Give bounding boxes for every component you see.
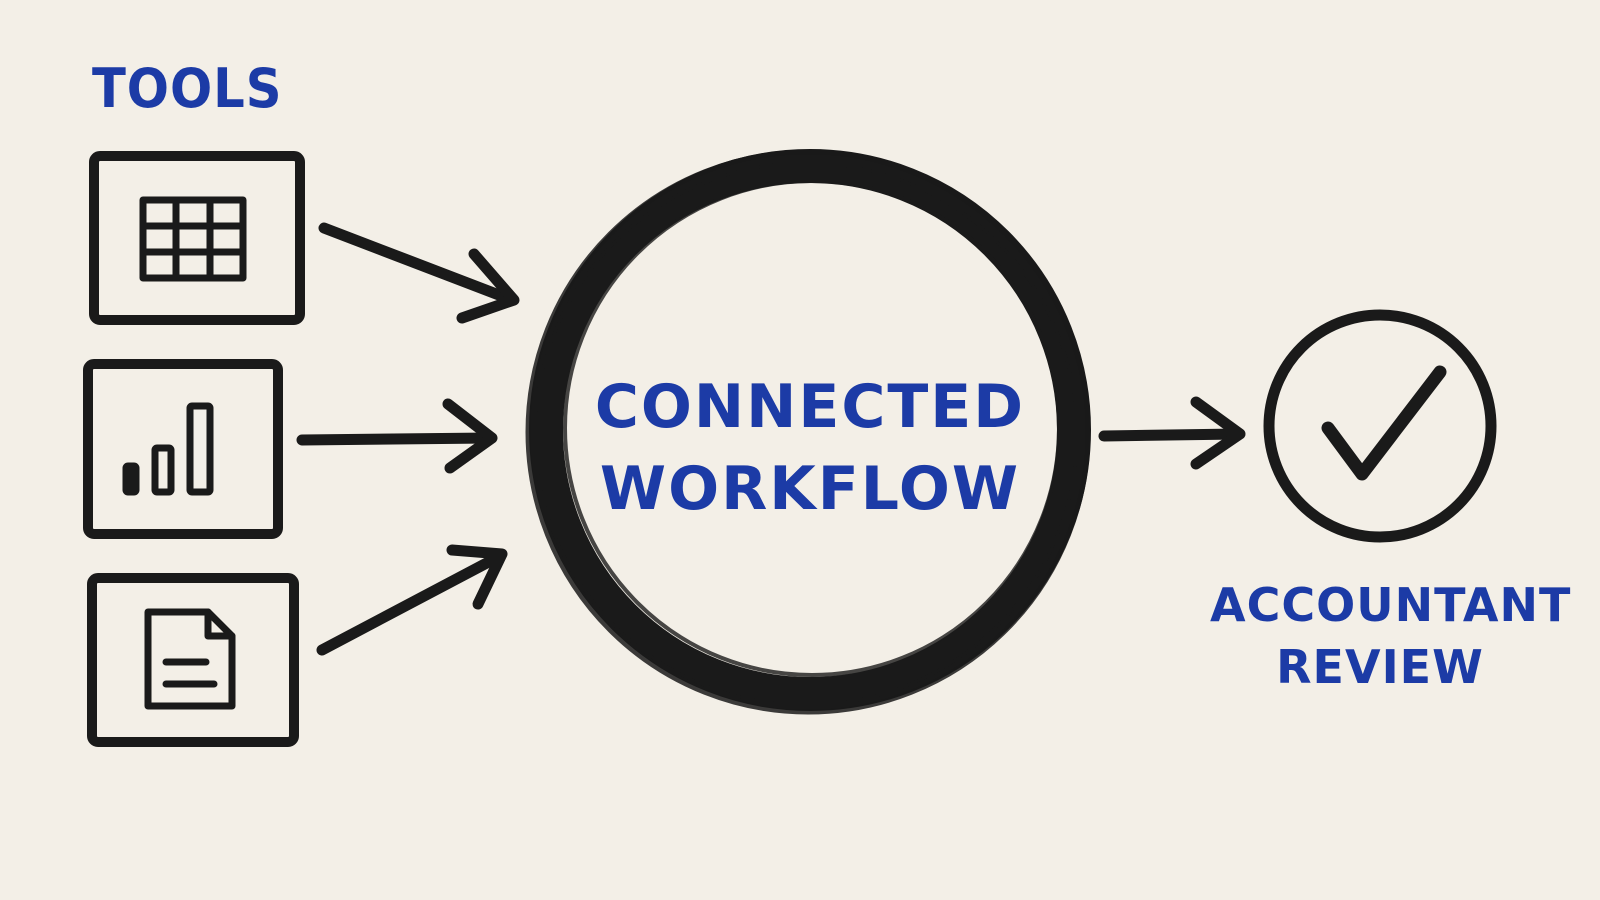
spreadsheet-grid-icon: [139, 196, 247, 282]
arrow-hub-to-review: [1098, 396, 1246, 470]
hub-label: CONNECTED WORKFLOW: [560, 366, 1060, 530]
tool-document: [87, 573, 299, 747]
review-label-line2: REVIEW: [1276, 640, 1484, 694]
tool-frame: [83, 359, 283, 539]
bar-chart-icon: [122, 402, 214, 496]
tool-frame: [87, 573, 299, 747]
tool-bar-chart: [83, 359, 283, 539]
arrow-spreadsheet-to-hub: [318, 222, 520, 324]
review-label-line1: ACCOUNTANT: [1210, 578, 1572, 632]
document-icon: [144, 608, 236, 710]
review-check-circle: [1263, 309, 1497, 543]
checkmark-icon: [1321, 365, 1447, 481]
tool-frame: [89, 151, 305, 325]
hub-label-line1: CONNECTED: [594, 372, 1026, 442]
arrow-chart-to-hub: [296, 398, 498, 474]
arrow-document-to-hub: [316, 544, 508, 656]
hub-label-line2: WORKFLOW: [599, 454, 1021, 524]
tool-spreadsheet: [89, 151, 305, 325]
tools-heading: TOOLS: [92, 57, 283, 120]
review-label: ACCOUNTANT REVIEW: [1210, 574, 1572, 698]
workflow-hub-circle: [525, 149, 1091, 715]
